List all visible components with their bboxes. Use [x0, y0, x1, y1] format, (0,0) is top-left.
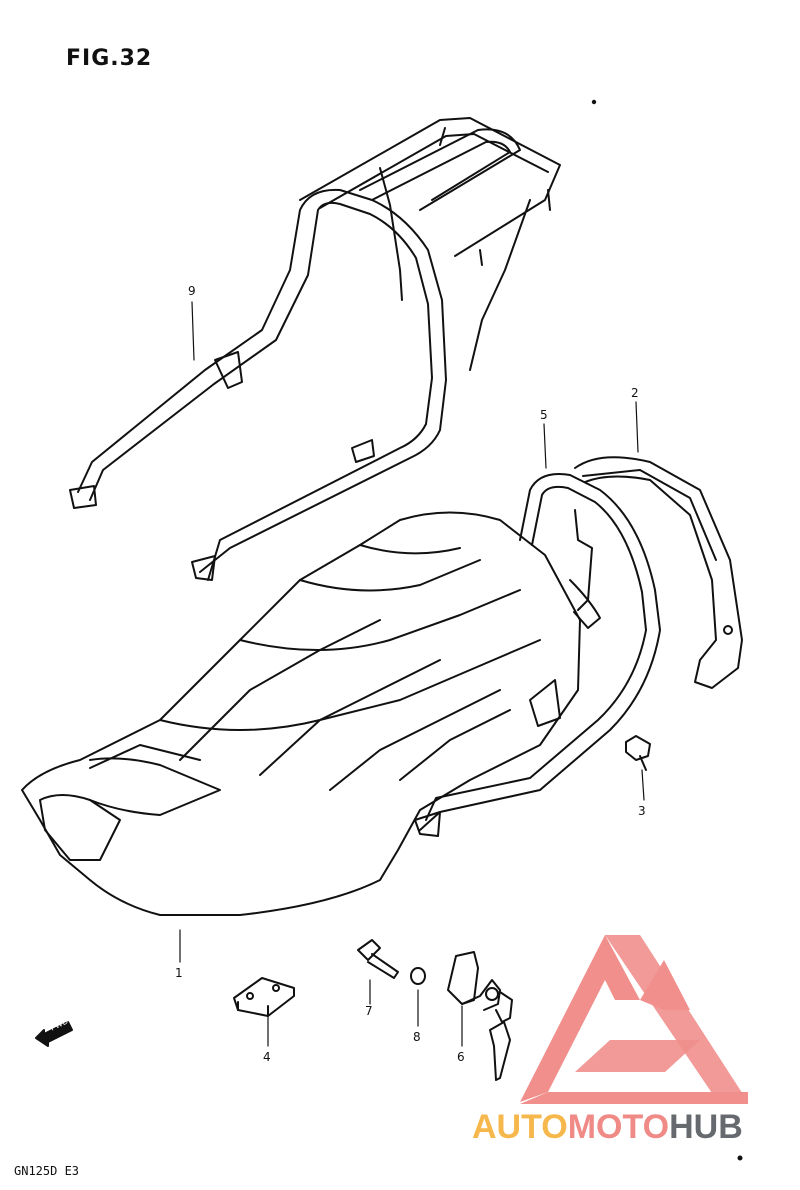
model-code: GN125D E3 — [14, 1164, 80, 1178]
callout-8: 8 — [413, 1030, 421, 1044]
callout-9: 9 — [188, 284, 196, 298]
brand-part-auto: AUTO — [472, 1108, 568, 1146]
forward-direction-arrow-icon — [35, 1021, 73, 1047]
callout-1: 1 — [175, 966, 183, 980]
callout-leader-lines — [179, 301, 645, 1047]
callout-5: 5 — [540, 408, 548, 422]
callout-3: 3 — [638, 804, 646, 818]
callout-2: 2 — [631, 386, 639, 400]
callout-7: 7 — [365, 1004, 373, 1018]
seat-part-1 — [21, 511, 581, 916]
rear-carrier-part-9 — [69, 117, 561, 581]
brand-part-moto: MOTO — [567, 1108, 670, 1146]
automotohub-logo-icon — [520, 935, 748, 1104]
seat-lock-part-6 — [447, 951, 513, 1081]
brand-watermark: AUTOMOTOHUB — [472, 1108, 743, 1147]
plate-part-4 — [233, 977, 295, 1017]
grab-bar-part-5 — [414, 473, 661, 837]
bolt-part-7 — [357, 939, 399, 979]
washer-part-8 — [410, 967, 426, 985]
brand-part-hub: HUB — [669, 1108, 743, 1146]
figure-title: FIG.32 — [66, 46, 153, 71]
callout-4: 4 — [263, 1050, 271, 1064]
bolt-part-3 — [625, 735, 651, 771]
callout-6: 6 — [457, 1050, 465, 1064]
rear-strap-part-2 — [574, 456, 743, 689]
